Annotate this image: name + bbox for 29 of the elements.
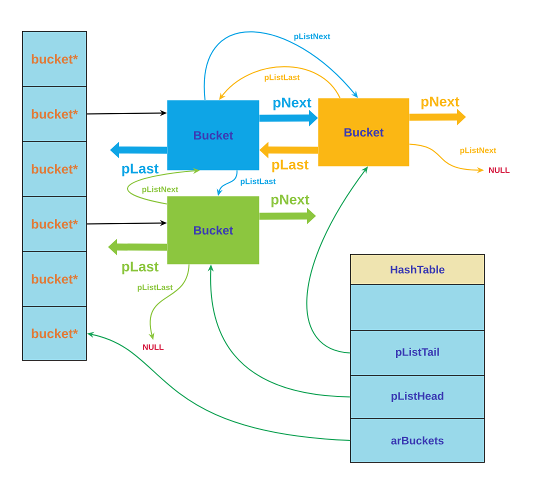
- edge-label: pListLast: [138, 284, 173, 292]
- bucket-box: Bucket: [167, 100, 260, 170]
- edge-label: pNext: [271, 194, 310, 208]
- bucket-pointer-cell: bucket*: [22, 306, 87, 361]
- edge-label: pListLast: [264, 74, 300, 82]
- bucket-pointer-cell: bucket*: [22, 141, 87, 197]
- table-cell: pListTail: [350, 330, 485, 376]
- edge-label: pNext: [421, 96, 460, 110]
- edge-label: pLast: [122, 262, 158, 274]
- edge-label: pListLast: [240, 178, 276, 186]
- bucket-box: Bucket: [318, 98, 410, 166]
- edge-label: pListNext: [294, 33, 330, 41]
- table-cell: [350, 284, 485, 331]
- bucket-pointer-cell: bucket*: [22, 86, 87, 142]
- edge-label: pLast: [122, 164, 158, 176]
- table-cell: pListHead: [350, 375, 485, 419]
- bucket-box: Bucket: [167, 196, 260, 264]
- table-header-cell: HashTable: [350, 254, 485, 285]
- edge-label: pLast: [272, 160, 308, 172]
- edge-label: pListNext: [142, 186, 178, 194]
- bucket-pointer-cell: bucket*: [22, 251, 87, 307]
- bucket-pointer-cell: bucket*: [22, 31, 87, 87]
- arrow: [204, 31, 358, 100]
- null-label: NULL: [143, 344, 164, 350]
- table-cell: arBuckets: [350, 418, 485, 463]
- edge-label: pListNext: [460, 147, 496, 155]
- edge-label: pNext: [273, 98, 312, 110]
- null-label: NULL: [489, 167, 510, 173]
- bucket-pointer-cell: bucket*: [22, 196, 87, 252]
